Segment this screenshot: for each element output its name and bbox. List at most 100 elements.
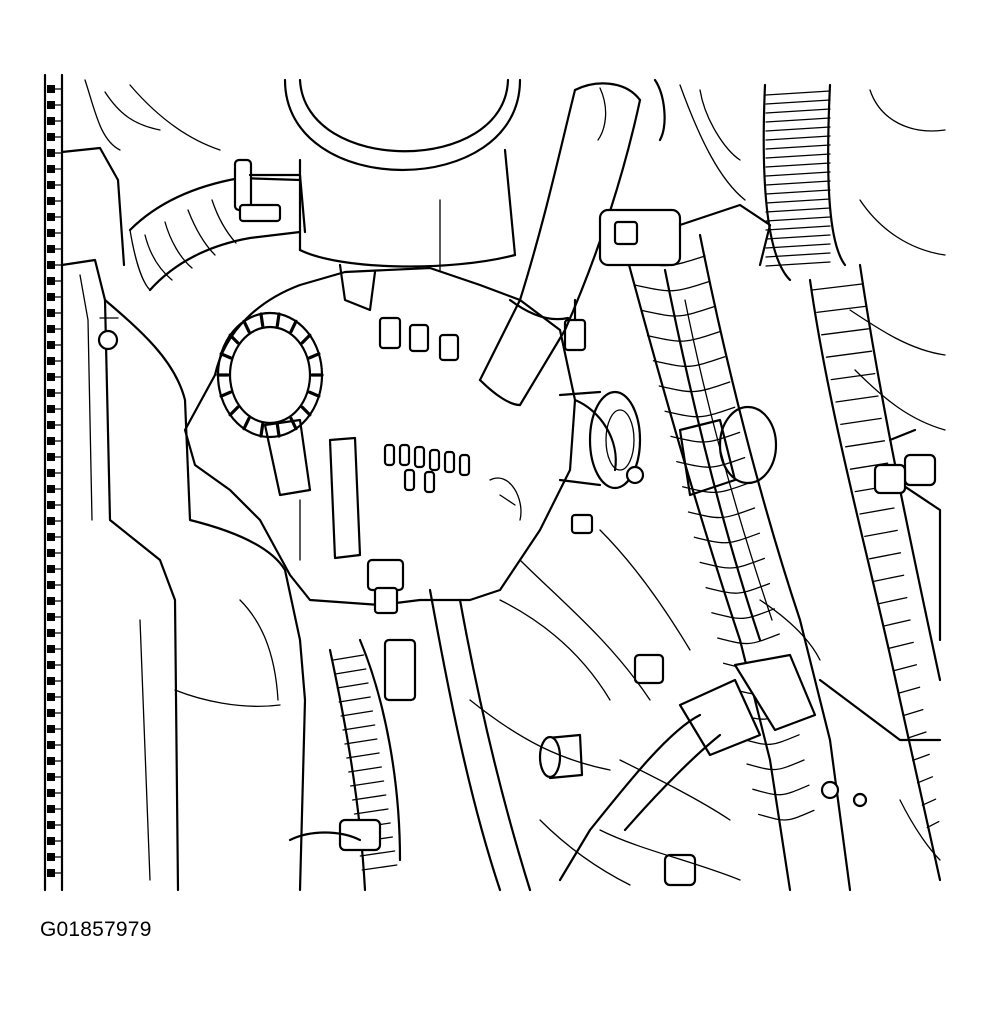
harness-ring: [705, 582, 770, 594]
loom-ring: [892, 664, 918, 672]
cooling-slot: [423, 470, 436, 494]
hose-ring: [359, 850, 396, 857]
loom-ring: [916, 776, 934, 784]
radiator-fin: [47, 373, 55, 381]
radiator-fin: [47, 181, 55, 189]
pulley-ribs: [216, 312, 324, 438]
pulley-rib: [300, 333, 312, 345]
harness-ring: [652, 356, 726, 368]
radiator-fin: [47, 837, 55, 845]
loom-ring: [765, 198, 831, 204]
loom-ring: [765, 243, 831, 249]
loom-ring: [820, 328, 870, 336]
radiator-fin: [47, 533, 55, 541]
hose-ring: [338, 696, 371, 703]
loom-ring: [864, 529, 898, 538]
radiator-fin: [47, 693, 55, 701]
radiator-fin: [47, 773, 55, 781]
hose-ring: [348, 766, 382, 773]
harness-ring: [699, 557, 766, 569]
hose-ring: [334, 668, 367, 675]
radiator-fin: [47, 85, 55, 93]
loom-ring: [765, 225, 831, 231]
radiator-fin: [47, 261, 55, 269]
harness-ring: [670, 431, 741, 443]
radiator-fin: [47, 165, 55, 173]
radiator-fin: [47, 565, 55, 573]
radiator-fin: [47, 229, 55, 237]
pulley-rib: [300, 405, 312, 417]
loom-ring: [873, 574, 905, 582]
radiator-fin: [47, 741, 55, 749]
radiator-fin: [47, 341, 55, 349]
loom-ring: [921, 798, 937, 806]
radiator-fin: [47, 789, 55, 797]
radiator-fin: [47, 501, 55, 509]
loom-ring: [888, 641, 914, 650]
loom-ring: [926, 820, 940, 829]
radiator-fin: [47, 597, 55, 605]
loom-ring: [878, 596, 908, 605]
hose-ring: [336, 682, 369, 689]
pulley-rib: [228, 333, 240, 345]
harness-ring: [687, 507, 756, 519]
hose-ring: [332, 654, 365, 661]
radiator-fin: [47, 661, 55, 669]
loom-ring: [765, 216, 831, 222]
loom-ring: [868, 552, 902, 560]
radiator-fin: [47, 629, 55, 637]
loom-ring: [830, 372, 876, 381]
loom-ring: [825, 350, 873, 358]
pulley-rib: [307, 390, 321, 398]
radiator-fin: [47, 277, 55, 285]
pulley-rib: [307, 352, 321, 360]
radiator-fin: [47, 549, 55, 557]
harness-ring: [664, 406, 736, 418]
loom-ring: [765, 261, 831, 267]
harness-ring: [646, 330, 721, 342]
loom-ring: [765, 162, 831, 168]
oil-filter: [283, 78, 522, 271]
loom-ring: [765, 144, 831, 150]
loom-ring: [816, 305, 866, 314]
cooling-slot: [443, 450, 456, 474]
loom-ring: [765, 171, 831, 177]
pulley-rib: [219, 390, 233, 398]
harness-ring: [641, 305, 716, 317]
loom-ring: [765, 108, 831, 114]
pulley-rib: [259, 312, 265, 328]
elbow-pipe: [558, 390, 645, 535]
right-bracket: [818, 428, 942, 808]
alternator-cooling-slots: [383, 443, 471, 494]
loom-ring: [811, 283, 863, 291]
radiator-fin: [47, 613, 55, 621]
loom-ring: [765, 99, 831, 105]
background-structure: [84, 79, 946, 886]
wiring-harness: [558, 203, 852, 892]
loom-ring: [765, 90, 831, 96]
pulley-rib: [259, 422, 265, 438]
loom-ring: [765, 117, 831, 123]
lower-hose-corrugations: [332, 654, 398, 871]
radiator-fin: [47, 805, 55, 813]
loom-ring: [840, 417, 882, 426]
radiator-fin: [47, 325, 55, 333]
radiator-fin: [47, 101, 55, 109]
cooling-slot: [383, 443, 396, 467]
cooling-slot: [458, 453, 471, 477]
pulley-rib: [242, 416, 251, 431]
radiator-fin: [47, 357, 55, 365]
loom-ring: [765, 135, 831, 141]
radiator-fin: [47, 757, 55, 765]
figure-code: G01857979: [40, 918, 152, 941]
radiator-fin: [47, 293, 55, 301]
loom-ring: [765, 153, 831, 159]
radiator-fin: [47, 853, 55, 861]
cooling-slot: [413, 445, 426, 469]
pulley-rib: [228, 405, 240, 417]
harness-ring: [676, 456, 746, 468]
radiator-fin: [47, 725, 55, 733]
hose-ring: [353, 808, 389, 815]
hose-ring: [361, 864, 398, 871]
